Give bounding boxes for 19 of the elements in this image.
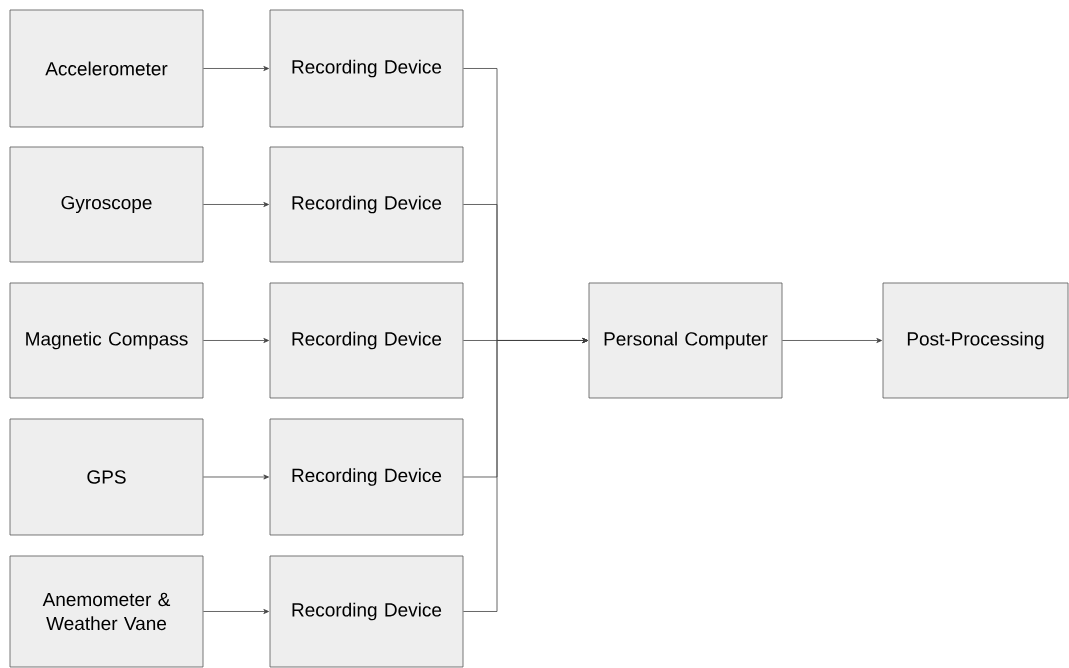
process-box: Recording Device <box>269 418 464 536</box>
process-box: Gyroscope <box>9 146 204 263</box>
process-box: Magnetic Compass <box>9 282 204 399</box>
process-box: Recording Device <box>269 282 464 399</box>
arrow <box>782 338 882 343</box>
process-box: Post-Processing <box>882 282 1069 399</box>
process-box: GPS <box>9 418 204 536</box>
arrow <box>203 66 269 71</box>
arrow <box>203 474 269 480</box>
process-box: Recording Device <box>269 9 464 128</box>
process-box: Anemometer & Weather Vane <box>9 555 204 668</box>
process-box: Accelerometer <box>9 9 204 128</box>
process-box: Personal Computer <box>588 282 783 399</box>
arrow <box>203 202 269 207</box>
arrow <box>463 338 588 612</box>
arrow <box>203 338 269 343</box>
process-box: Recording Device <box>269 146 464 263</box>
process-box: Recording Device <box>269 555 464 668</box>
arrow <box>203 609 269 614</box>
